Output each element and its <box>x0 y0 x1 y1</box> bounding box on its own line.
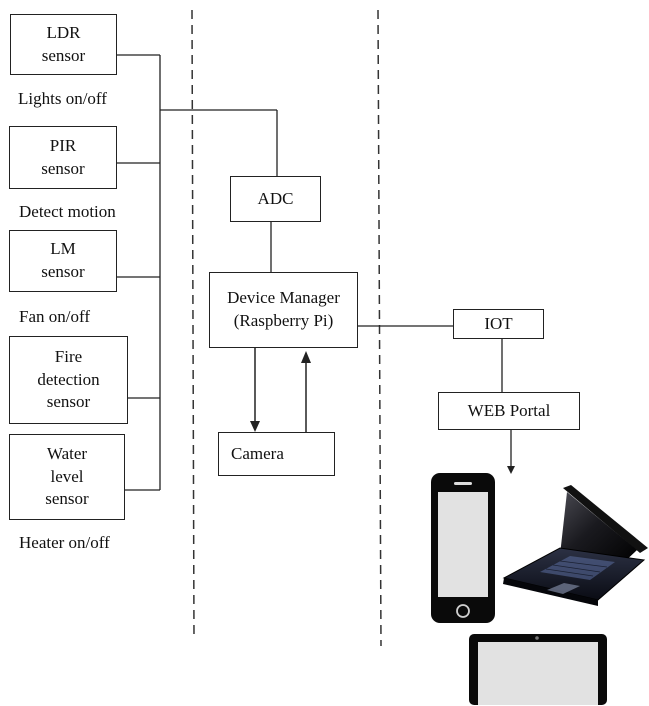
laptop-icon <box>502 485 648 606</box>
sensor-water-level: Water level sensor <box>9 434 125 520</box>
sensor-fire-label: Fire detection sensor <box>37 346 100 412</box>
device-manager-title: Device Manager <box>227 288 340 308</box>
action-heater: Heater on/off <box>19 533 110 552</box>
sensor-lm: LM sensor <box>9 230 117 292</box>
sensor-water-label: Water level sensor <box>45 443 89 509</box>
smartphone-icon <box>431 473 495 623</box>
web-portal-box: WEB Portal <box>438 392 580 430</box>
action-lights: Lights on/off <box>18 89 107 108</box>
adc-box: ADC <box>230 176 321 222</box>
sensor-ldr-label: LDR sensor <box>41 22 86 65</box>
camera-label: Camera <box>231 443 284 463</box>
adc-label: ADC <box>257 188 294 208</box>
action-fan: Fan on/off <box>19 307 90 326</box>
sensor-fire-detection: Fire detection sensor <box>9 336 128 424</box>
sensor-lm-label: LM sensor <box>41 239 85 281</box>
tablet-icon <box>469 634 607 705</box>
device-manager-subtitle: (Raspberry Pi) <box>233 311 334 330</box>
sensor-pir: PIR sensor <box>9 126 117 189</box>
iot-label: IOT <box>484 313 513 333</box>
device-manager-box: Device Manager (Raspberry Pi) <box>209 272 358 348</box>
action-motion: Detect motion <box>19 202 116 221</box>
sensor-pir-label: PIR sensor <box>41 135 85 178</box>
sensor-ldr: LDR sensor <box>10 14 117 75</box>
web-portal-label: WEB Portal <box>467 400 551 420</box>
iot-box: IOT <box>453 309 544 339</box>
camera-box: Camera <box>218 432 335 476</box>
